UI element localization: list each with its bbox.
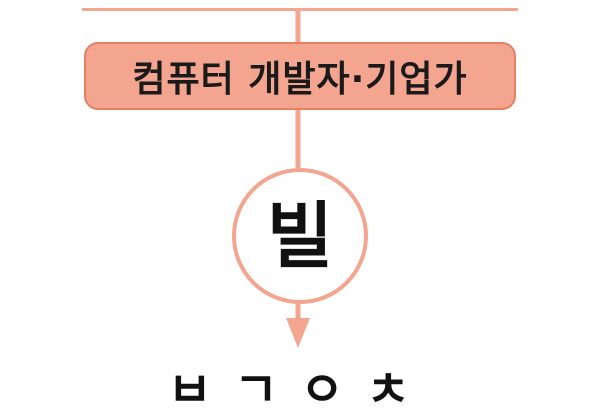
- source-label-box: 컴퓨터 개발자·기업가: [84, 42, 516, 110]
- syllable-circle: 빌: [232, 168, 368, 304]
- down-arrow-icon: [286, 318, 310, 348]
- source-label-text: 컴퓨터 개발자·기업가: [132, 59, 468, 100]
- result-jamo-text: ㅂㄱㅇㅊ: [167, 362, 433, 418]
- syllable-char: 빌: [266, 194, 334, 278]
